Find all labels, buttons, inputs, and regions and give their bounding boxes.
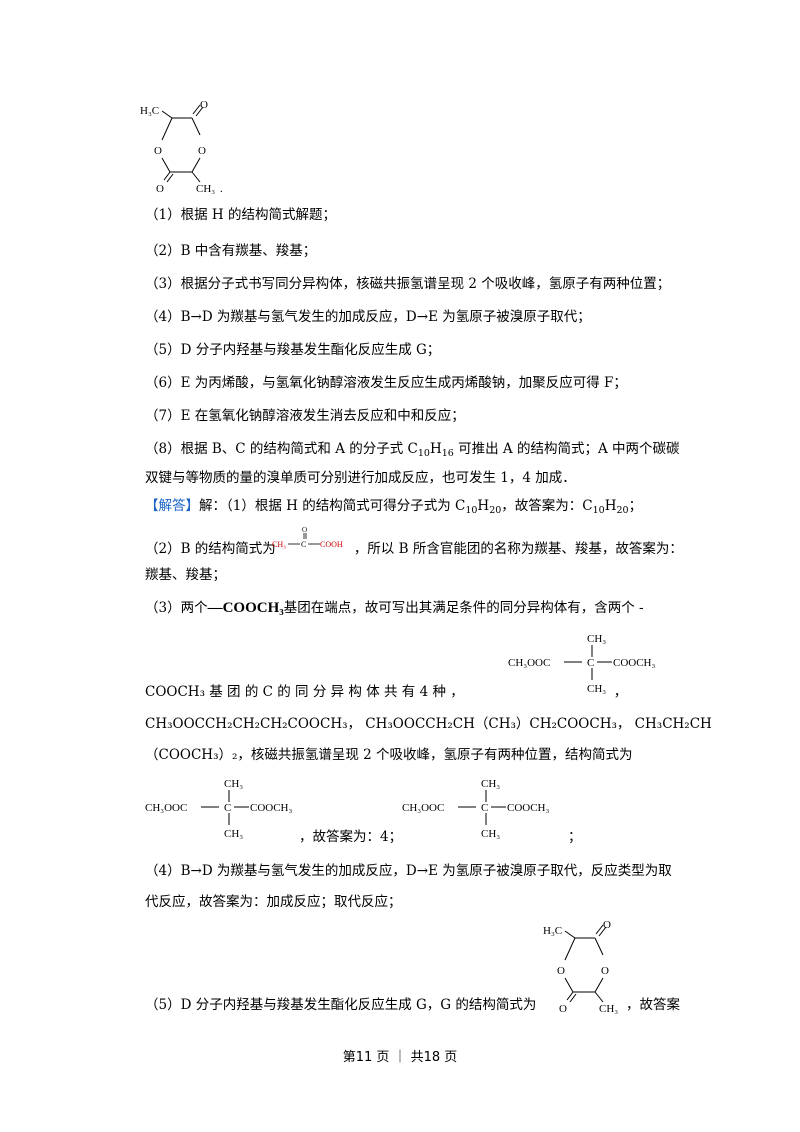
svg-text:CH₃: CH₃ (587, 633, 606, 645)
svg-text:CH₃: CH₃ (224, 828, 243, 840)
answer-line-3c: CH₃OOCCH₂CH₂CH₂COOCH₃， CH₃OOCCH₂CH（CH₃）C… (145, 716, 712, 732)
answer-line-3a: （3）两个—COOCH₃基团在端点，故可写出其满足条件的同分异构体有，含两个 - (145, 600, 644, 616)
acid-structure: CH₃ C O COOH (272, 526, 343, 549)
svg-text:COOH: COOH (320, 540, 343, 549)
svg-text:O: O (557, 965, 565, 977)
svg-text:COOCH₃: COOCH₃ (507, 802, 550, 814)
ring-o-label: O (156, 183, 164, 195)
answer-line-5-end: ，故答案 (626, 997, 680, 1013)
branched-structure-1: CH₃ CH₃OOC C COOCH₃ CH₃ (508, 633, 656, 695)
ring-h3c-label: H₃C (140, 105, 159, 117)
branched-structure-2: CH₃ CH₃OOC C COOCH₃ CH₃ (145, 778, 293, 840)
hint-line-5: （5）D 分子内羟基与羧基发生酯化反应生成 G； (145, 342, 441, 358)
hint-line-4: （4）B→D 为羰基与氢气发生的加成反应，D→E 为氢原子被溴原子取代； (145, 309, 591, 325)
svg-text:CH₃: CH₃ (272, 540, 286, 549)
svg-text:CH₃: CH₃ (224, 778, 243, 790)
svg-text:CH₃: CH₃ (599, 1003, 618, 1015)
svg-text:COOCH₃: COOCH₃ (613, 657, 656, 669)
answer-line-2b: 羰基、羧基； (145, 567, 226, 583)
answer-line-3b: COOCH₃ 基 团 的 C 的 同 分 异 构 体 共 有 4 种 ，， (145, 684, 628, 700)
answer-tag: 【解答】 (145, 498, 199, 514)
ring-o-label: O (154, 145, 162, 157)
cooch3-group: —COOCH₃ (207, 600, 284, 616)
svg-text:CH₃: CH₃ (587, 683, 606, 695)
ring-o-label: O (200, 99, 208, 111)
answer-line-2a: （2）B 的结构简式为，所以 B 所含官能团的名称为羰基、羧基，故答案为： (145, 541, 683, 557)
svg-text:C: C (301, 540, 306, 549)
svg-text:O: O (559, 1003, 567, 1015)
ring-structure-bottom: H₃C O O O O CH₃ (543, 919, 618, 1015)
hint-line-1: （1）根据 H 的结构简式解题； (145, 207, 336, 223)
answer-line-3e: ，故答案为：4； (299, 829, 403, 845)
svg-text:COOCH₃: COOCH₃ (250, 802, 293, 814)
hint-line-2: （2）B 中含有羰基、羧基； (145, 243, 317, 259)
svg-text:H₃C: H₃C (543, 925, 562, 937)
hint-line-8a: （8）根据 B、C 的结构简式和 A 的分子式 C10H16 可推出 A 的结构… (145, 441, 680, 459)
svg-text:C: C (481, 802, 488, 814)
ring-structure-top: H₃C O O O O CH₃ . (140, 99, 223, 195)
hint-line-3: （3）根据分子式书写同分异构体，核磁共振氢谱呈现 2 个吸收峰，氢原子有两种位置… (145, 276, 671, 292)
svg-text:O: O (302, 526, 307, 534)
svg-text:C: C (224, 802, 231, 814)
answer-line-1: 【解答】解：（1）根据 H 的结构简式可得分子式为 C10H20，故答案为：C1… (145, 498, 643, 516)
answer-line-5: （5）D 分子内羟基与羧基发生酯化反应生成 G，G 的结构简式为 (145, 997, 537, 1013)
ring-ch3-label: CH₃ (196, 183, 215, 195)
hint-line-7: （7）E 在氢氧化钠醇溶液发生消去反应和中和反应； (145, 408, 465, 424)
svg-text:CH₃OOC: CH₃OOC (508, 657, 550, 669)
svg-text:CH₃OOC: CH₃OOC (145, 802, 187, 814)
ring-period: . (220, 183, 223, 195)
hint-line-8b: 双键与等物质的量的溴单质可分别进行加成反应，也可发生 1，4 加成． (145, 470, 576, 486)
answer-line-3e-end: ； (568, 829, 582, 845)
answer-line-4a: （4）B→D 为羰基与氢气发生的加成反应，D→E 为氢原子被溴原子取代，反应类型… (145, 863, 672, 879)
svg-text:O: O (603, 919, 611, 931)
svg-text:CH₃OOC: CH₃OOC (402, 802, 444, 814)
answer-line-3d: （COOCH₃）₂，核磁共振氢谱呈现 2 个吸收峰，氢原子有两种位置，结构简式为 (145, 747, 633, 763)
svg-text:C: C (587, 657, 594, 669)
svg-text:CH₃: CH₃ (481, 778, 500, 790)
answer-line-4b: 代反应，故答案为：加成反应；取代反应； (145, 894, 402, 910)
svg-text:O: O (601, 965, 609, 977)
hint-line-6: （6）E 为丙烯酸，与氢氧化钠醇溶液发生反应生成丙烯酸钠，加聚反应可得 F； (145, 375, 627, 391)
svg-text:CH₃: CH₃ (481, 828, 500, 840)
ring-o-label: O (198, 145, 206, 157)
branched-structure-3: CH₃ CH₃OOC C COOCH₃ CH₃ (402, 778, 550, 840)
page-footer: 第11 页 ｜ 共18 页 (342, 1050, 458, 1065)
